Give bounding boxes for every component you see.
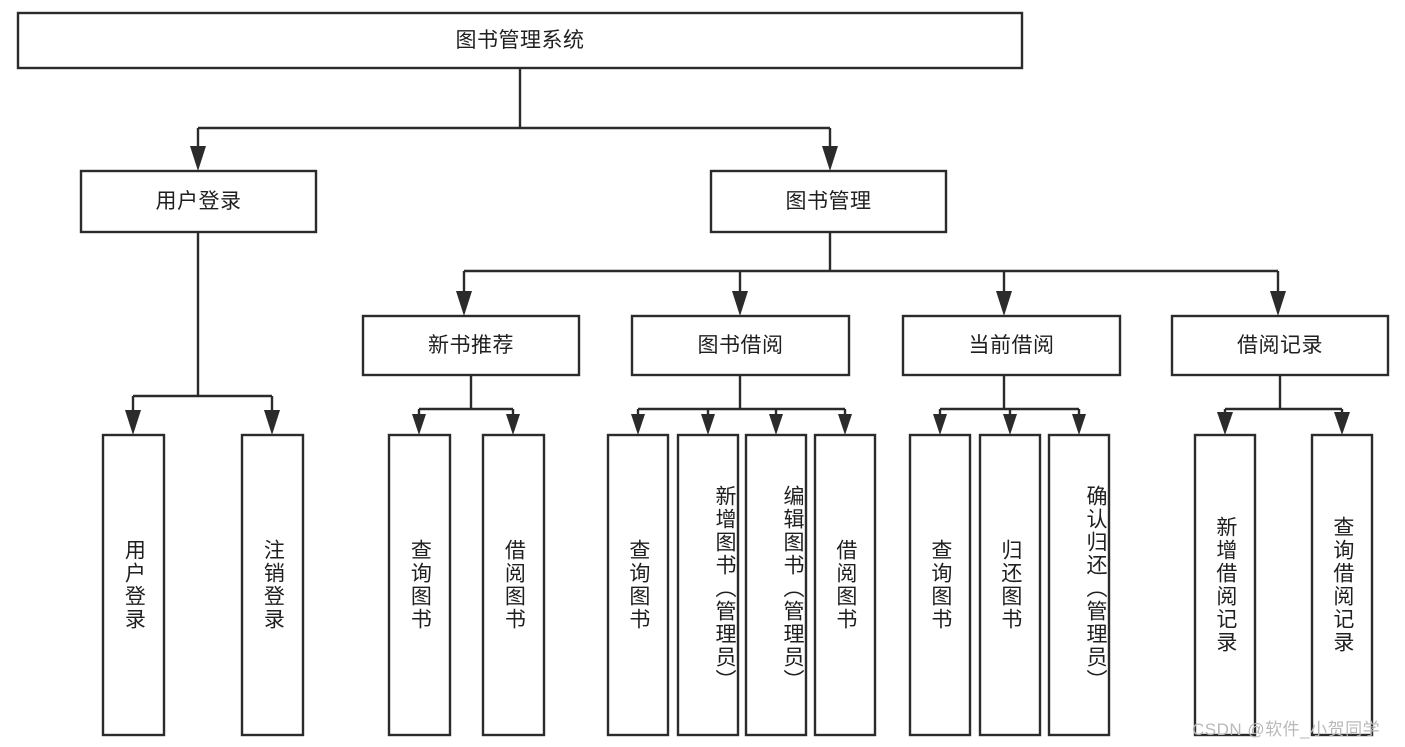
node-box-current-borrow[interactable] [901,314,1122,377]
node-box-leaf-user-login[interactable] [101,433,166,737]
node-box-leaf-query-book-1[interactable] [387,433,452,737]
arrow-head-to-leaf-query-book-1 [412,414,426,435]
connector-group-borrow-record [1217,375,1350,435]
csdn-watermark: CSDN @软件_小贺同学 [1192,720,1381,739]
arrow-head-to-leaf-user-login [125,410,141,435]
node-box-leaf-add-record[interactable] [1193,433,1257,737]
node-box-root[interactable] [16,11,1024,70]
node-box-leaf-return-book[interactable] [978,433,1042,737]
arrow-head-to-leaf-confirm-return [1072,414,1086,435]
arrow-head-to-leaf-edit-book [769,414,783,435]
node-box-leaf-logout-login[interactable] [240,433,305,737]
connector-group-book-management [456,232,1286,316]
node-box-leaf-confirm-return[interactable] [1047,433,1111,737]
arrow-head-to-leaf-query-record [1334,412,1350,435]
arrow-head-to-leaf-borrow-book-1 [506,414,520,435]
node-box-leaf-query-record[interactable] [1310,433,1374,737]
arrow-head-to-leaf-logout-login [264,410,280,435]
arrow-head-to-new-book-recommend [456,291,472,316]
connector-group-current-borrow [933,375,1086,435]
arrow-head-to-leaf-borrow-book-2 [838,414,852,435]
node-box-user-login[interactable] [79,169,318,234]
arrow-head-to-leaf-add-book [701,414,715,435]
arrow-head-to-book-management [822,146,838,171]
node-box-leaf-edit-book[interactable] [744,433,808,737]
arrow-head-to-leaf-return-book [1003,414,1017,435]
connector-group-book-borrow [631,375,852,435]
arrow-head-to-leaf-add-record [1217,412,1233,435]
arrow-head-to-book-borrow [732,291,748,316]
connector-group-root [190,68,838,171]
node-box-book-borrow[interactable] [630,314,851,377]
node-box-new-book-recommend[interactable] [361,314,581,377]
node-box-book-management[interactable] [709,169,948,234]
arrow-head-to-leaf-query-book-3 [933,414,947,435]
node-box-leaf-query-book-2[interactable] [606,433,670,737]
node-box-leaf-add-book[interactable] [676,433,740,737]
connector-group-new-book-recommend [412,375,520,435]
node-box-leaf-borrow-book-1[interactable] [481,433,546,737]
arrow-head-to-leaf-query-book-2 [631,414,645,435]
arrow-head-to-current-borrow [996,291,1012,316]
node-box-borrow-record[interactable] [1170,314,1390,377]
node-box-leaf-borrow-book-2[interactable] [813,433,877,737]
connector-group-user-login [125,232,280,435]
node-box-leaf-query-book-3[interactable] [908,433,972,737]
arrow-head-to-borrow-record [1270,291,1286,316]
arrow-head-to-user-login [190,146,206,171]
